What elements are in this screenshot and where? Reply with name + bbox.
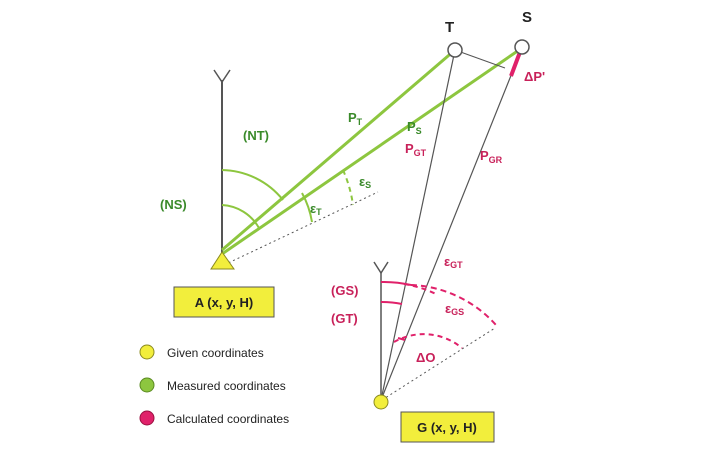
label-pgr: PGR bbox=[480, 148, 503, 165]
arc-eps-gs bbox=[410, 284, 497, 326]
label-ps: PS bbox=[407, 119, 422, 136]
g-reference-dotted-line bbox=[381, 327, 496, 401]
label-nt: (NT) bbox=[243, 128, 269, 143]
label-eps-t: εT bbox=[310, 201, 322, 217]
station-g-circle-icon bbox=[373, 394, 389, 410]
arc-nt bbox=[221, 169, 284, 201]
line-g-to-s bbox=[380, 47, 523, 401]
g-label-text: G (x, y, H) bbox=[417, 420, 477, 435]
legend-given-label: Given coordinates bbox=[167, 346, 264, 360]
label-gt: (GT) bbox=[331, 311, 358, 326]
arc-eps-s bbox=[342, 169, 354, 206]
label-eps-s: εS bbox=[359, 174, 371, 190]
point-t-icon bbox=[447, 42, 463, 58]
label-delta-p: ΔP' bbox=[524, 69, 545, 84]
a-label-text: A (x, y, H) bbox=[195, 295, 254, 310]
sight-line-a-to-s bbox=[221, 46, 523, 256]
label-gs: (GS) bbox=[331, 283, 358, 298]
label-eps-gs: εGS bbox=[445, 301, 464, 317]
legend-calculated-label: Calculated coordinates bbox=[167, 412, 289, 426]
legend-given-swatch bbox=[139, 344, 155, 360]
arc-eps-gt bbox=[403, 283, 439, 296]
arc-gt bbox=[380, 300, 403, 305]
legend-measured-label: Measured coordinates bbox=[167, 379, 286, 393]
line-t-to-perp bbox=[454, 49, 506, 69]
a-antenna-icon bbox=[213, 69, 231, 84]
station-a-triangle-icon bbox=[210, 251, 235, 270]
point-s-icon bbox=[514, 39, 530, 55]
point-t-label: T bbox=[445, 19, 454, 36]
point-s-label: S bbox=[522, 9, 532, 26]
label-pt: PT bbox=[348, 110, 363, 127]
arc-ns bbox=[221, 204, 260, 229]
legend-measured-swatch bbox=[139, 377, 155, 393]
sight-line-a-to-t bbox=[221, 48, 456, 252]
arc-gs bbox=[380, 280, 412, 286]
label-delta-o: ΔO bbox=[416, 350, 435, 365]
tick-g-to-t bbox=[397, 337, 406, 341]
a-reference-dotted-line bbox=[223, 191, 379, 266]
label-ns: (NS) bbox=[160, 197, 187, 212]
legend-calculated-swatch bbox=[139, 410, 155, 426]
line-g-to-t bbox=[380, 49, 456, 401]
legend: Given coordinates Measured coordinates C… bbox=[139, 344, 289, 426]
a-label-box bbox=[173, 286, 275, 318]
g-antenna-icon bbox=[373, 261, 389, 275]
arc-delta-o bbox=[393, 333, 463, 349]
g-label-box bbox=[400, 411, 495, 443]
arc-eps-t bbox=[301, 192, 313, 223]
delta-p-segment bbox=[509, 51, 522, 77]
label-eps-gt: εGT bbox=[444, 254, 463, 270]
label-pgt: PGT bbox=[405, 141, 427, 158]
